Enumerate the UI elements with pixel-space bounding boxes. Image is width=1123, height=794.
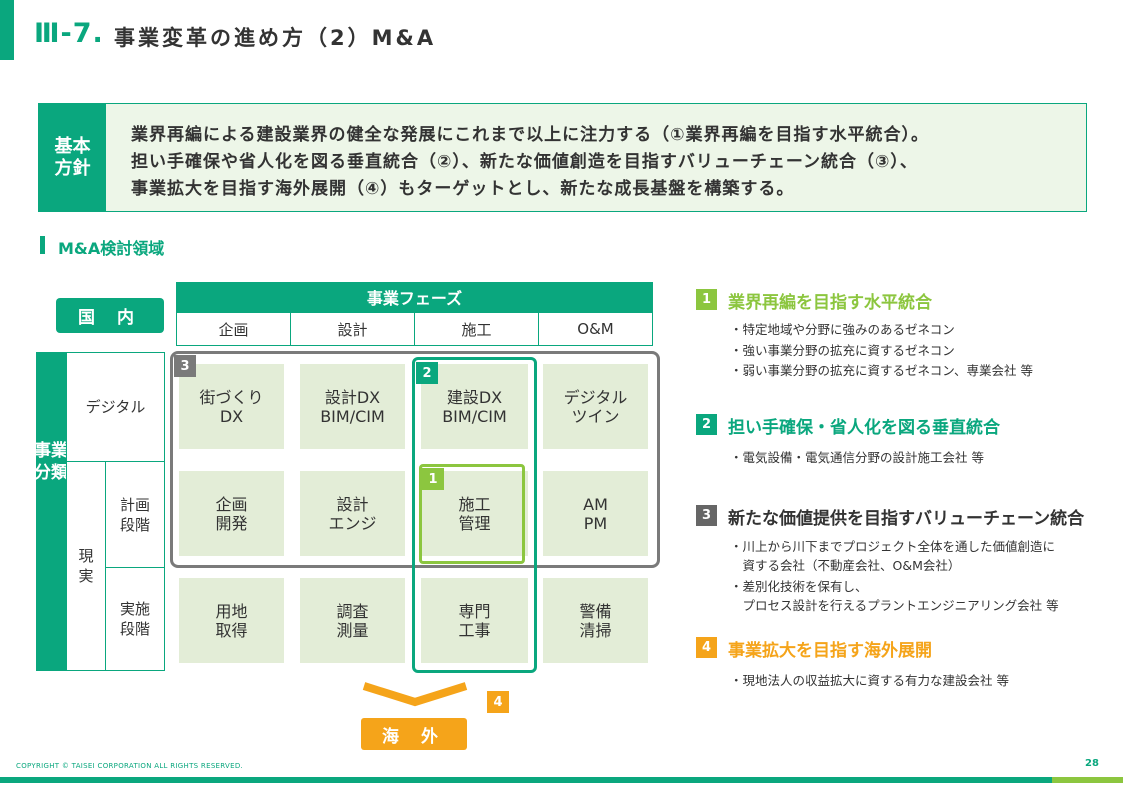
legend-4-number: 4 [696,637,717,658]
legend-1-title: 業界再編を目指す水平統合 [728,293,932,313]
row-label-digital: デジタル [66,352,165,462]
cell-design-engineering: 設計 エンジ [300,471,405,556]
cell-construction-dx: 建設DX BIM/CIM [421,364,528,449]
policy-line-2: 担い手確保や省人化を図る垂直統合（②）、新たな価値創造を目指すバリューチェーン統… [131,152,918,172]
domestic-label: 国 内 [56,298,164,333]
real-label: 現 実 [66,461,106,671]
phase-planning: 企画 [176,312,291,346]
policy-line-1: 業界再編による建設業界の健全な発展にこれまで以上に注力する（①業界再編を目指す水… [131,125,930,145]
legend-2-bullet-1: ・電気設備・電気通信分野の設計施工会社 等 [730,450,984,465]
cell-security-cleaning: 警備 清掃 [543,578,648,663]
value-chain-frame [170,351,660,568]
badge-1: 1 [422,468,444,490]
page-title: 事業変革の進め方（2）M&A [114,26,437,50]
cell-town-dx: 街づくり DX [179,364,284,449]
legend-4-title: 事業拡大を目指す海外展開 [728,641,932,661]
cell-digital-twin: デジタル ツイン [543,364,648,449]
footer-bar-accent [1052,777,1123,783]
legend-3-bullet-2: 資する会社（不動産会社、O&M会社） [730,558,961,573]
overseas-label: 海 外 [361,718,467,750]
badge-2: 2 [416,362,438,384]
row-label-planning: 計画 段階 [105,461,165,568]
badge-4: 4 [487,691,509,713]
section-heading-bar [40,236,45,254]
page-number: 28 [1085,758,1099,769]
legend-1-bullet-1: ・特定地域や分野に強みのあるゼネコン [730,322,955,337]
phase-header: 事業フェーズ [176,282,653,312]
cell-land-acquisition: 用地 取得 [179,578,284,663]
overseas-chevron-icon [362,682,468,707]
header-accent-bar [0,0,14,60]
legend-1-bullet-2: ・強い事業分野の拡充に資するゼネコン [730,343,955,358]
horizontal-integration-frame [419,464,525,564]
cell-specialty-work: 専門 工事 [421,578,528,663]
phase-construction: 施工 [414,312,539,346]
phase-om: O&M [538,312,653,346]
legend-4-bullet-1: ・現地法人の収益拡大に資する有力な建設会社 等 [730,673,1009,688]
cell-am-pm: AM PM [543,471,648,556]
legend-3-bullet-1: ・川上から川下までプロジェクト全体を通した価値創造に [730,539,1056,554]
basic-policy-box: 基本 方針 業界再編による建設業界の健全な発展にこれまで以上に注力する（①業界再… [38,103,1087,212]
vertical-integration-frame [412,357,537,673]
legend-3-bullet-4: プロセス設計を行えるプラントエンジニアリング会社 等 [730,598,1059,613]
cell-planning-development: 企画 開発 [179,471,284,556]
business-category-label: 事業 分類 [34,352,68,671]
legend-2-title: 担い手確保・省人化を図る垂直統合 [728,418,1000,438]
section-heading: M&A検討領域 [58,239,165,258]
legend-1-number: 1 [696,289,717,310]
cell-survey: 調査 測量 [300,578,405,663]
legend-2-number: 2 [696,414,717,435]
legend-3-bullet-3: ・差別化技術を保有し、 [730,579,868,594]
basic-policy-label: 基本 方針 [39,104,106,211]
section-number: Ⅲ-7. [34,18,104,49]
row-label-execution: 実施 段階 [105,567,165,671]
cell-design-dx: 設計DX BIM/CIM [300,364,405,449]
copyright: COPYRIGHT © TAISEI CORPORATION ALL RIGHT… [16,762,244,770]
badge-3: 3 [174,355,196,377]
phase-design: 設計 [290,312,415,346]
footer-bar [0,777,1052,783]
legend-3-title: 新たな価値提供を目指すバリューチェーン統合 [728,509,1085,529]
policy-line-3: 事業拡大を目指す海外展開（④）もターゲットとし、新たな成長基盤を構築する。 [131,179,795,199]
legend-3-number: 3 [696,505,717,526]
legend-1-bullet-3: ・弱い事業分野の拡充に資するゼネコン、専業会社 等 [730,363,1033,378]
